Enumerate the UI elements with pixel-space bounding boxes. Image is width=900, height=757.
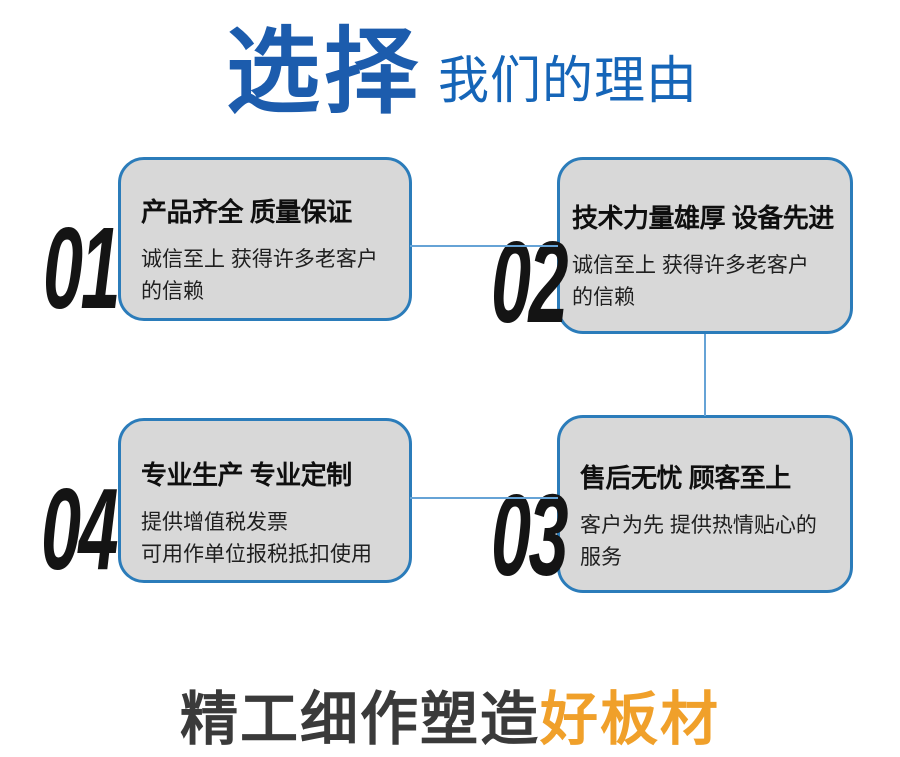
footer-slogan-accent: 好板材 [540,687,721,752]
footer-slogan: 精工细作塑造好板材 [0,672,900,756]
card-title: 专业生产 专业定制 [141,460,352,490]
card-title: 产品齐全 质量保证 [141,197,352,227]
step-number-04: 04 [40,464,119,594]
footer-slogan-dark: 精工细作塑造 [179,687,540,752]
page-title: 选择 我们的理由 [226,24,698,120]
card-product-quality: 产品齐全 质量保证 诚信至上 获得许多老客户 的信赖 [118,157,412,321]
page-title-secondary: 我们的理由 [438,51,699,109]
card-after-sales-service: 售后无忧 顾客至上 客户为先 提供热情贴心的 服务 [557,415,853,593]
card-description: 诚信至上 获得许多老客户 的信赖 [141,248,378,303]
connector-card1-card2 [410,245,558,247]
step-number-01: 01 [42,203,121,333]
connector-card4-card3 [410,497,558,499]
card-description: 客户为先 提供热情贴心的 服务 [580,514,817,569]
step-number-02: 02 [490,217,569,347]
card-description: 提供增值税发票 可用作单位报税抵扣使用 [141,511,372,566]
card-description: 诚信至上 获得许多老客户 的信赖 [572,254,809,309]
card-title: 技术力量雄厚 设备先进 [572,203,834,233]
card-technology-equipment: 技术力量雄厚 设备先进 诚信至上 获得许多老客户 的信赖 [557,157,853,334]
connector-card2-card3 [704,334,706,416]
card-title: 售后无忧 顾客至上 [580,463,791,493]
page-title-primary: 选择 [226,19,423,124]
step-number-03: 03 [490,470,569,600]
card-production-customization: 专业生产 专业定制 提供增值税发票 可用作单位报税抵扣使用 [118,418,412,583]
